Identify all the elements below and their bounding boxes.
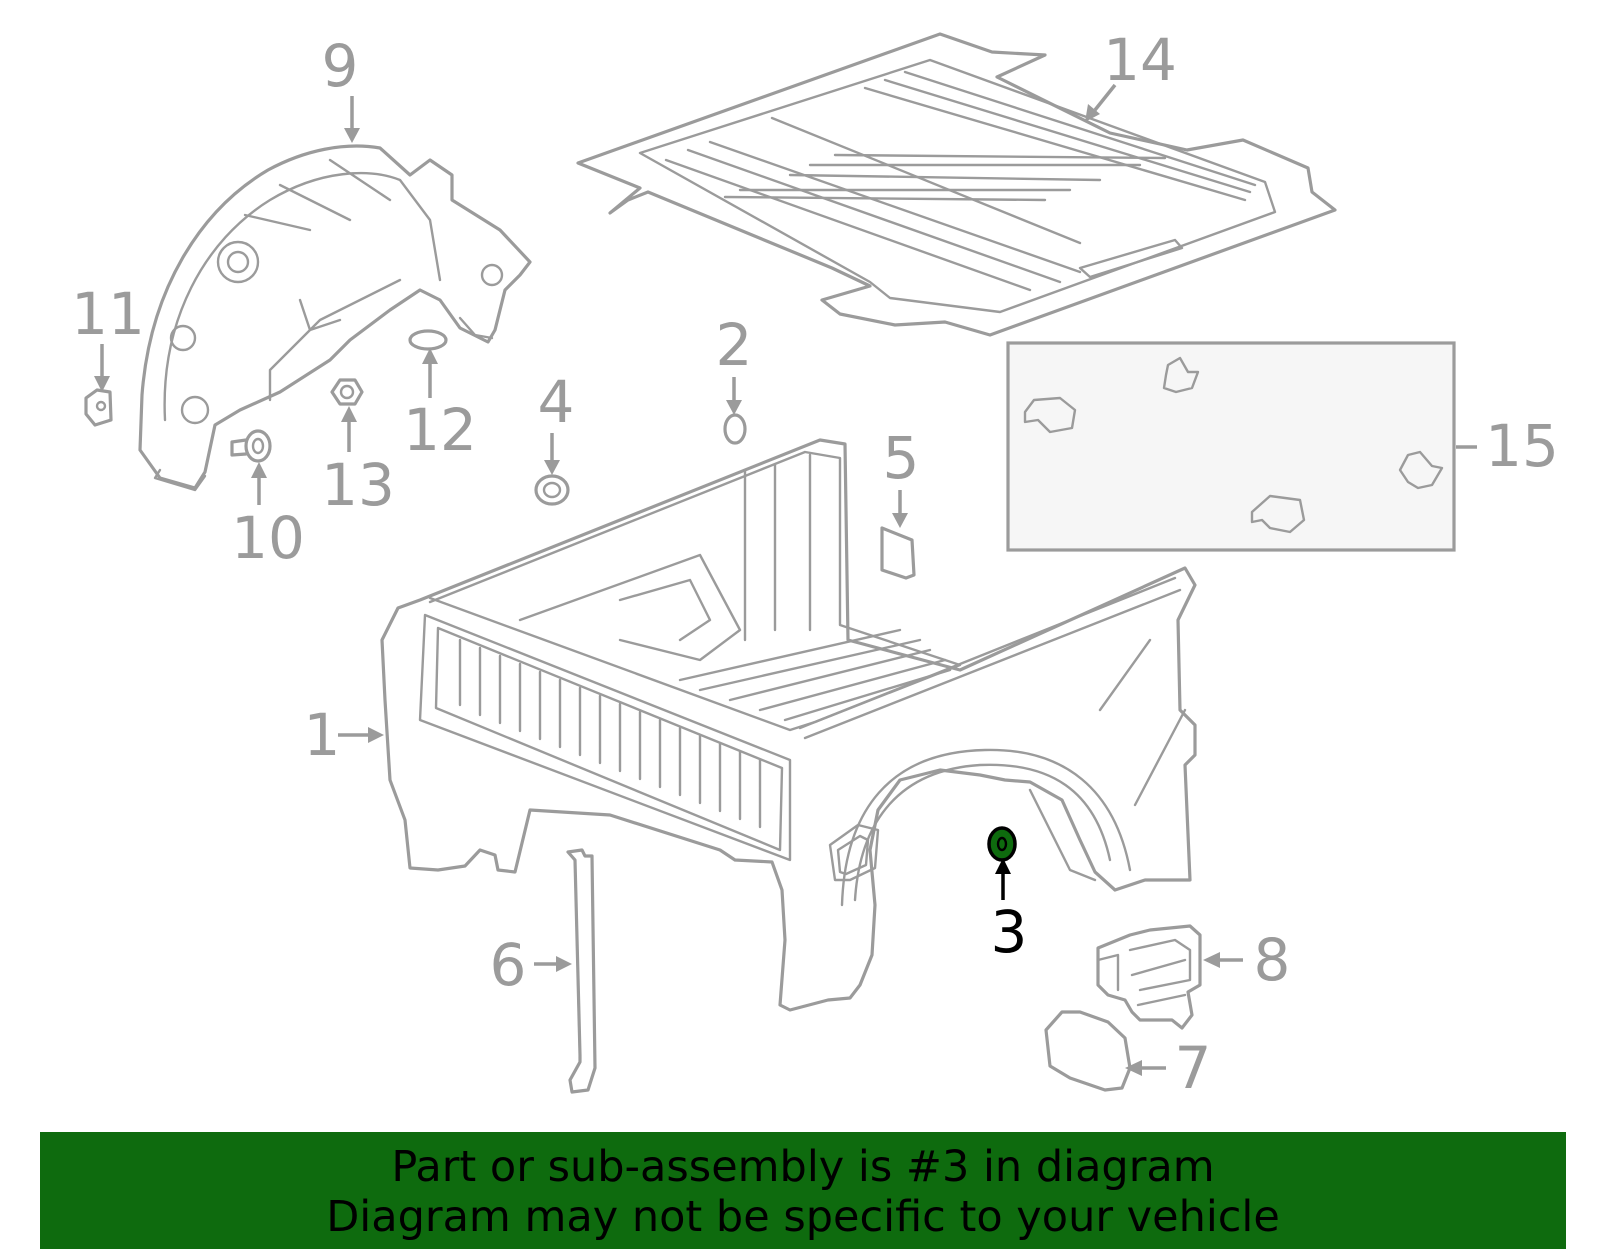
banner-line-1: Part or sub-assembly is #3 in diagram [391, 1142, 1215, 1192]
info-banner: Part or sub-assembly is #3 in diagram Di… [40, 1132, 1566, 1249]
callout-2: 2 [716, 311, 753, 379]
callout-13: 13 [321, 451, 395, 519]
part-9-wheelhouse [138, 144, 532, 492]
callout-labels: 9 14 11 12 13 10 2 4 5 15 1 6 8 7 3 [71, 26, 1559, 1102]
part-6-seal [566, 848, 597, 1094]
callout-12: 12 [403, 396, 477, 464]
callout-15: 15 [1485, 412, 1559, 480]
callout-14: 14 [1103, 26, 1177, 94]
callout-11: 11 [71, 280, 145, 348]
callout-arrows [94, 83, 1477, 1076]
callout-4: 4 [538, 368, 575, 436]
callout-7: 7 [1175, 1034, 1212, 1102]
callout-8: 8 [1254, 926, 1291, 994]
part-14-floor-panel [576, 32, 1337, 337]
callout-10: 10 [231, 504, 305, 572]
callout-1: 1 [304, 701, 341, 769]
part-10-bolt [230, 429, 272, 463]
banner-line-2: Diagram may not be specific to your vehi… [326, 1192, 1280, 1242]
part-2-plug [723, 413, 747, 445]
part-3-highlighted[interactable] [987, 826, 1017, 862]
part-8-fuel-housing [1096, 924, 1202, 1030]
callout-9: 9 [322, 32, 359, 100]
part-13-nut [330, 378, 364, 406]
callout-5: 5 [883, 424, 920, 492]
part-11-clip [84, 388, 113, 427]
part-12-grommet [408, 329, 448, 351]
part-7-fuel-door [1044, 1010, 1132, 1092]
callout-3: 3 [991, 898, 1028, 966]
part-15-clip-kit [1006, 341, 1456, 552]
callout-6: 6 [490, 931, 527, 999]
part-4-grommet [534, 474, 570, 506]
part-1-pickup-box [380, 438, 1197, 1012]
part-5-patch [880, 526, 916, 580]
